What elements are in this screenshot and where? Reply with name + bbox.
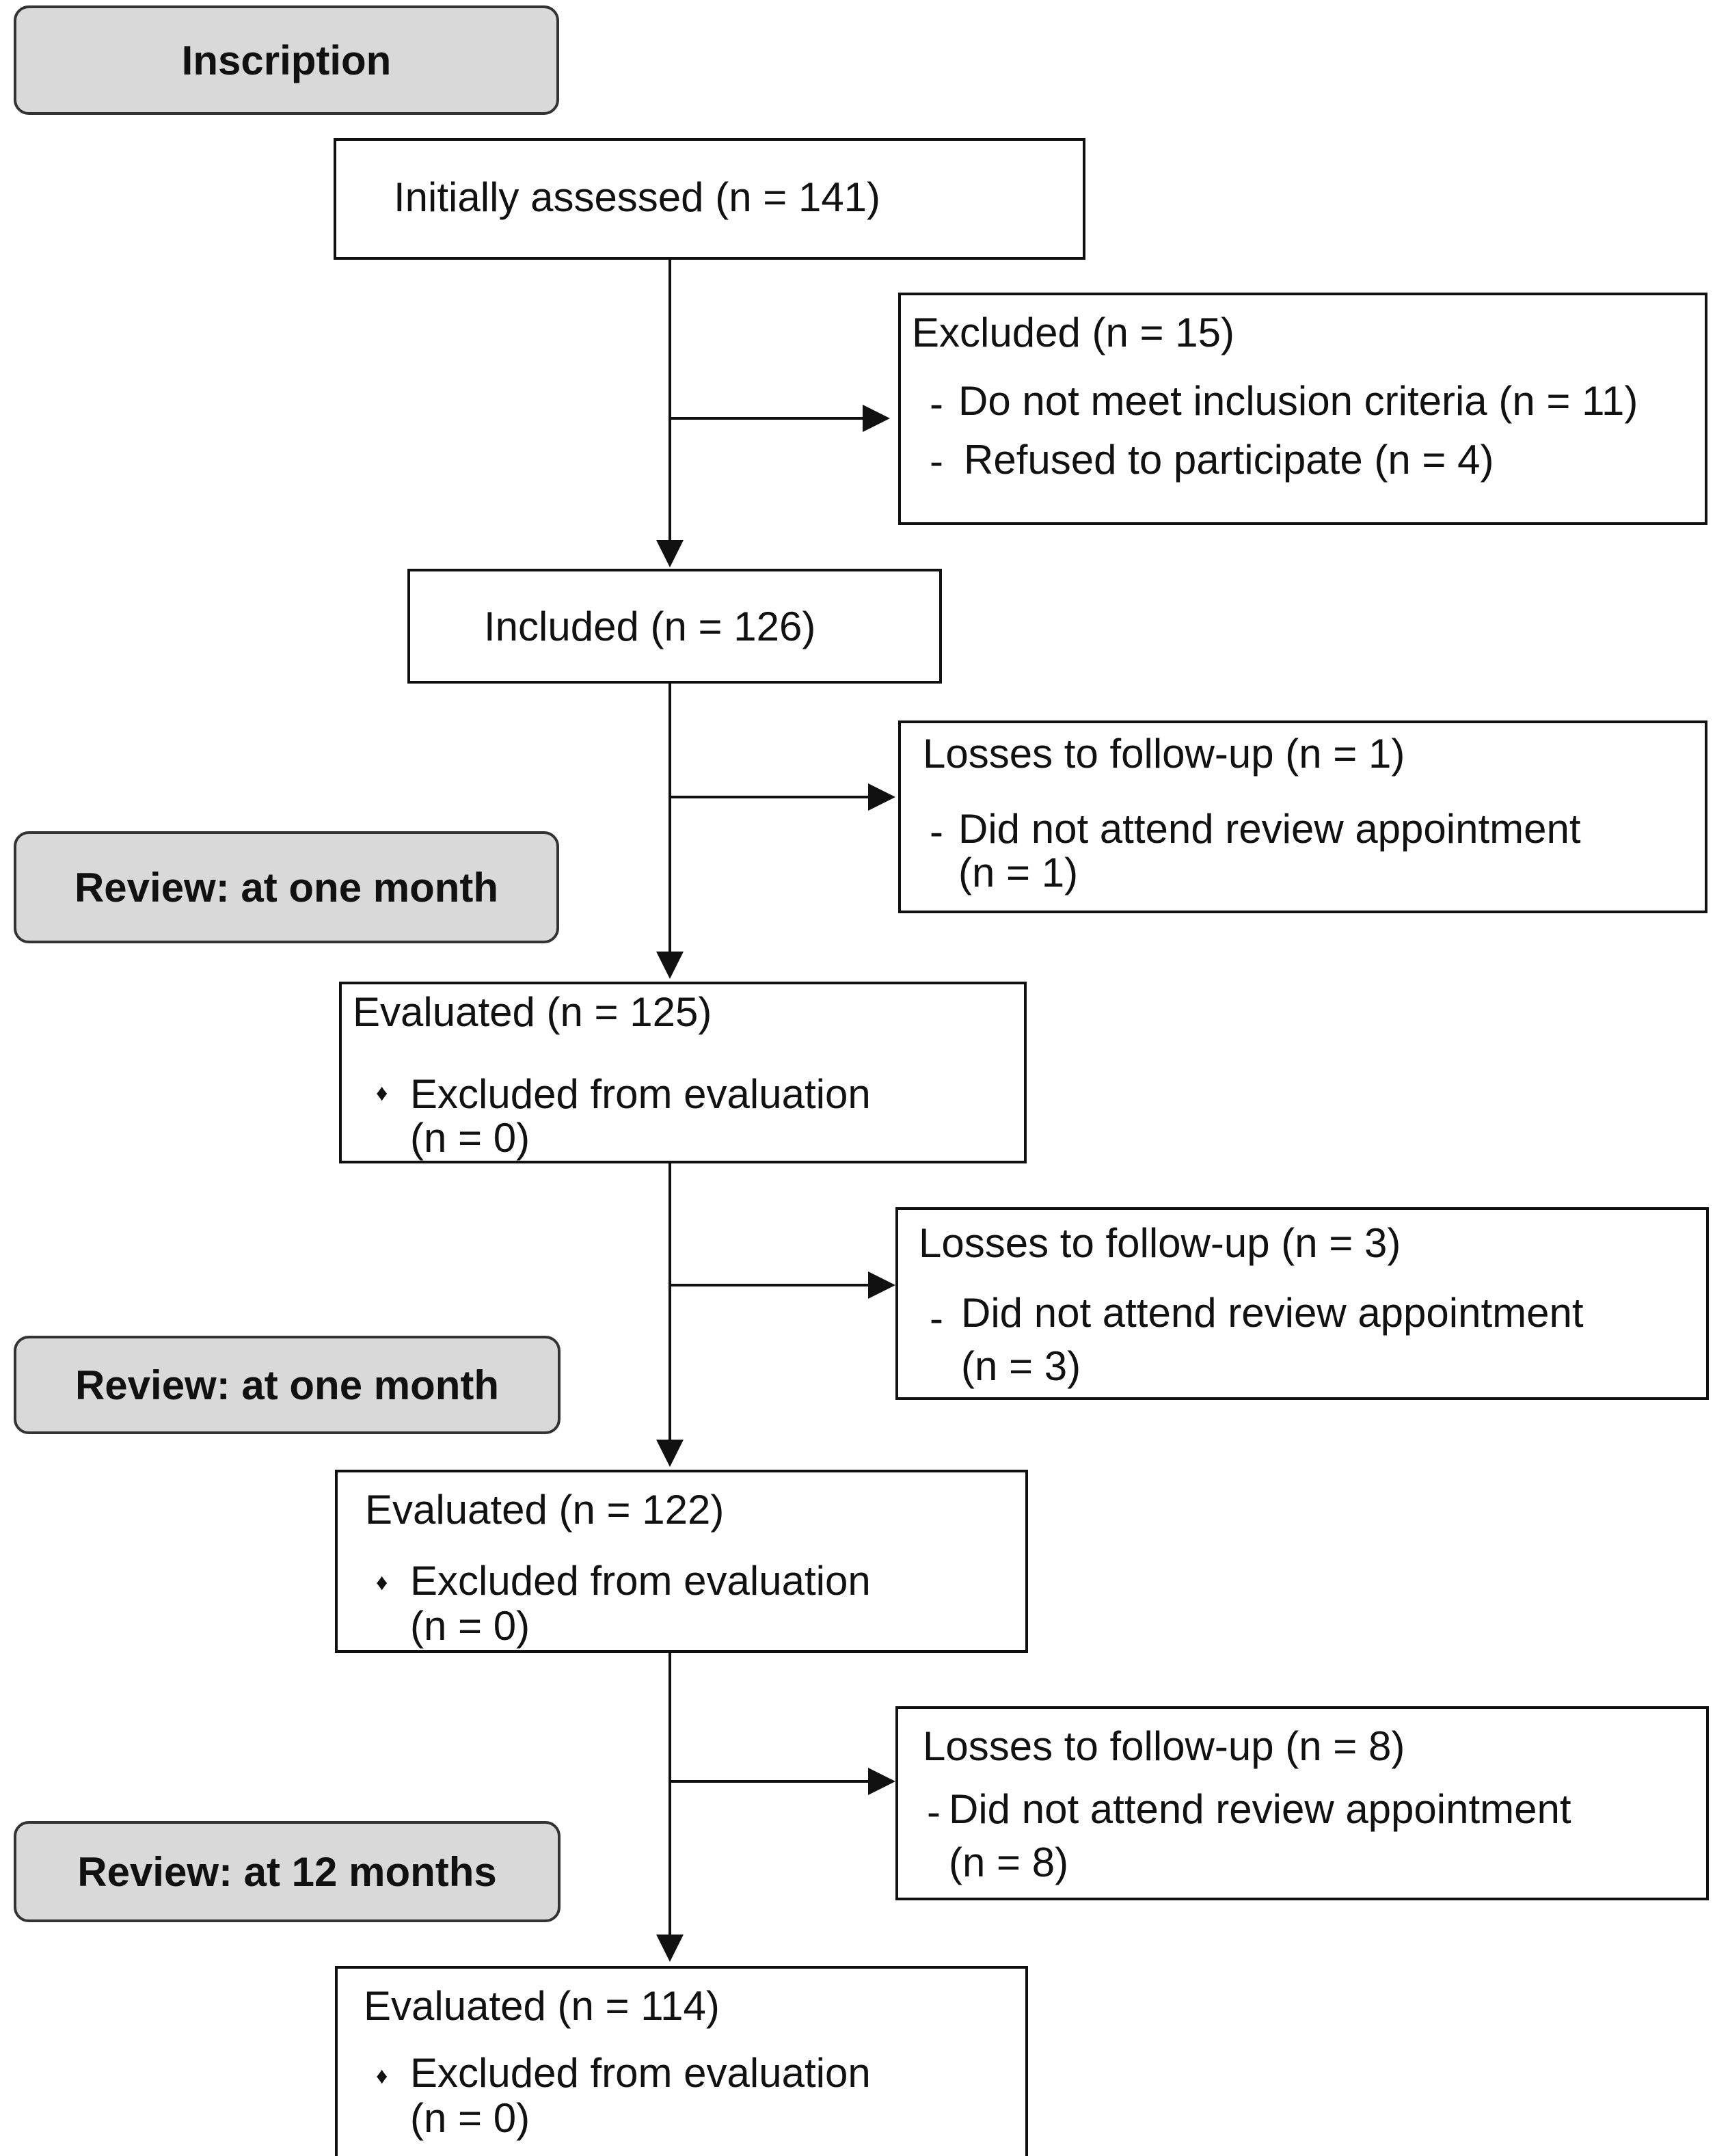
phase-label: Review: at one month — [75, 1362, 500, 1408]
box-evaluated-2: Evaluated (n = 122) ♦ Excluded from eval… — [335, 1470, 1028, 1653]
phase-inscription: Inscription — [14, 5, 559, 115]
phase-review-12-months: Review: at 12 months — [14, 1821, 561, 1922]
box-losses-2: Losses to follow-up (n = 3) - Did not at… — [895, 1207, 1709, 1400]
excluded-item-refused: Refused to participate (n = 4) — [964, 437, 1494, 483]
box-losses-1: Losses to follow-up (n = 1) - Did not at… — [898, 720, 1707, 913]
phase-review-one-month-1: Review: at one month — [14, 831, 559, 943]
loss-item-count: (n = 1) — [958, 850, 1079, 895]
evaluated-title: Evaluated (n = 125) — [353, 989, 712, 1035]
loss-title: Losses to follow-up (n = 1) — [923, 731, 1405, 777]
loss-item: Did not attend review appointment — [958, 806, 1581, 852]
dash-icon: - — [930, 809, 943, 854]
loss-item: Did not attend review appointment — [961, 1290, 1584, 1336]
evaluated-title: Evaluated (n = 122) — [365, 1487, 725, 1533]
diamond-icon: ♦ — [376, 1569, 388, 1595]
box-initially-assessed: Initially assessed (n = 141) — [334, 138, 1085, 260]
box-evaluated-3: Evaluated (n = 114) ♦ Excluded from eval… — [335, 1966, 1028, 2156]
loss-title: Losses to follow-up (n = 8) — [923, 1723, 1405, 1769]
loss-item: Did not attend review appointment — [949, 1786, 1571, 1832]
loss-item-count: (n = 3) — [961, 1343, 1081, 1389]
box-text: Included (n = 126) — [484, 604, 816, 649]
dash-icon: - — [930, 381, 943, 427]
dash-icon: - — [930, 438, 943, 484]
loss-title: Losses to follow-up (n = 3) — [919, 1220, 1401, 1266]
dash-icon: - — [930, 1295, 943, 1341]
excluded-title: Excluded (n = 15) — [912, 310, 1234, 355]
diamond-icon: ♦ — [376, 1080, 388, 1106]
evaluated-excluded-count: (n = 0) — [410, 1603, 530, 1649]
phase-label: Inscription — [181, 37, 392, 83]
evaluated-excluded: Excluded from evaluation — [410, 1558, 871, 1604]
evaluated-title: Evaluated (n = 114) — [364, 1983, 720, 2029]
box-excluded: Excluded (n = 15) - Do not meet inclusio… — [898, 293, 1707, 525]
box-text: Initially assessed (n = 141) — [394, 174, 881, 220]
phase-label: Review: at 12 months — [77, 1848, 497, 1895]
evaluated-excluded: Excluded from evaluation — [410, 2050, 871, 2096]
evaluated-excluded-count: (n = 0) — [410, 2095, 530, 2141]
phase-label: Review: at one month — [74, 864, 499, 911]
dash-icon: - — [927, 1789, 941, 1835]
excluded-item-criteria: Do not meet inclusion criteria (n = 11) — [958, 378, 1638, 424]
box-included: Included (n = 126) — [407, 569, 942, 684]
evaluated-excluded-count: (n = 0) — [410, 1115, 530, 1161]
loss-item-count: (n = 8) — [949, 1840, 1069, 1885]
box-evaluated-1: Evaluated (n = 125) ♦ Excluded from eval… — [339, 982, 1027, 1163]
phase-review-one-month-2: Review: at one month — [14, 1336, 561, 1434]
diamond-icon: ♦ — [376, 2063, 388, 2089]
box-losses-3: Losses to follow-up (n = 8) - Did not at… — [895, 1706, 1709, 1900]
evaluated-excluded: Excluded from evaluation — [410, 1071, 871, 1117]
